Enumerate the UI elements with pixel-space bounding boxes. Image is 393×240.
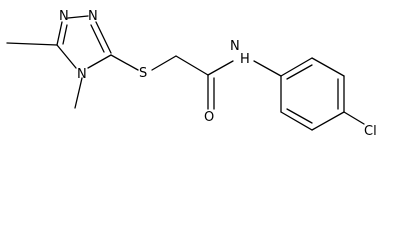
bond-n4-methyl [74,77,83,109]
bond-ch2-co [175,55,209,76]
structure-diagram: N N N S O N H Cl [6,9,377,139]
bond-n1-n2 [67,15,89,19]
atom-n2-label: N [88,9,98,24]
bond-c5-methyl [6,42,58,46]
bond-c3-n4 [87,54,112,69]
atom-nh-h-label: H [240,52,250,67]
atom-nh-n-label: N [230,39,240,54]
triazole-ring [56,15,112,69]
bond-ring-cl [343,111,365,125]
atom-n1-label: N [59,9,69,24]
bond-c5-n1 [56,21,63,46]
bond-n2-c3-double [90,24,105,53]
benzene-bond-1 [280,57,313,77]
bond-n2-c3 [95,21,112,54]
atom-cl-label: Cl [364,124,377,139]
benzene-double-3 [286,108,313,124]
bond-nh-ring [253,60,282,77]
benzene-bond-5 [280,111,313,131]
bond-s-ch2 [151,55,177,71]
bond-c5-n1-double [62,24,68,45]
benzene-double-1 [286,64,313,80]
benzene-ring [280,57,345,131]
benzene-bond-2 [311,57,345,77]
bond-c3-s [110,54,139,71]
benzene-bond-4 [311,111,345,131]
bond-co-nh [207,60,234,76]
bond-n4-c5 [56,44,77,69]
atom-n4-label: N [77,67,87,82]
atom-s-label: S [139,66,147,81]
atom-o-label: O [204,110,214,125]
